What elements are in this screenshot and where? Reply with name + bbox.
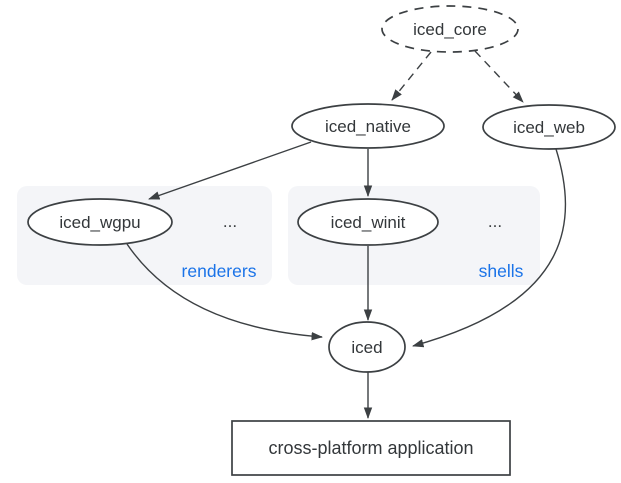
iced_native-ellipse <box>291 103 445 149</box>
iced-label: iced <box>351 338 382 357</box>
iced_wgpu-ellipse <box>27 198 173 246</box>
shells-group-label: shells <box>479 261 524 281</box>
iced_core-ellipse <box>381 5 519 53</box>
iced_winit-ellipse <box>297 198 439 246</box>
app-label: cross-platform application <box>268 438 473 458</box>
iced_web-label: iced_web <box>513 118 585 137</box>
renderers-group-label: renderers <box>182 261 257 281</box>
edge-iced_web-iced <box>412 148 567 348</box>
iced_wgpu-label: iced_wgpu <box>59 213 140 232</box>
renderers-ellipsis: ... <box>223 212 237 231</box>
edge-iced_wgpu-iced <box>126 243 323 341</box>
shells-ellipsis: ... <box>488 212 502 231</box>
node-iced_native: iced_native <box>291 103 445 149</box>
iced-ellipse <box>328 321 406 373</box>
edge-iced_core-iced_web <box>474 50 524 103</box>
node-iced_web: iced_web <box>482 104 616 150</box>
iced_native-label: iced_native <box>325 117 411 136</box>
node-iced_winit: iced_winit <box>297 198 439 246</box>
edge-iced_core-iced_native <box>391 51 432 101</box>
edges <box>126 50 567 419</box>
iced_web-ellipse <box>482 104 616 150</box>
app-rect <box>231 420 511 476</box>
iced_winit-label: iced_winit <box>331 213 406 232</box>
iced_core-label: iced_core <box>413 20 487 39</box>
node-iced: iced <box>328 321 406 373</box>
node-cross-platform-application: cross-platform application <box>231 420 511 476</box>
node-iced_core: iced_core <box>381 5 519 53</box>
edge-iced_native-iced_wgpu <box>148 141 312 200</box>
node-iced_wgpu: iced_wgpu <box>27 198 173 246</box>
